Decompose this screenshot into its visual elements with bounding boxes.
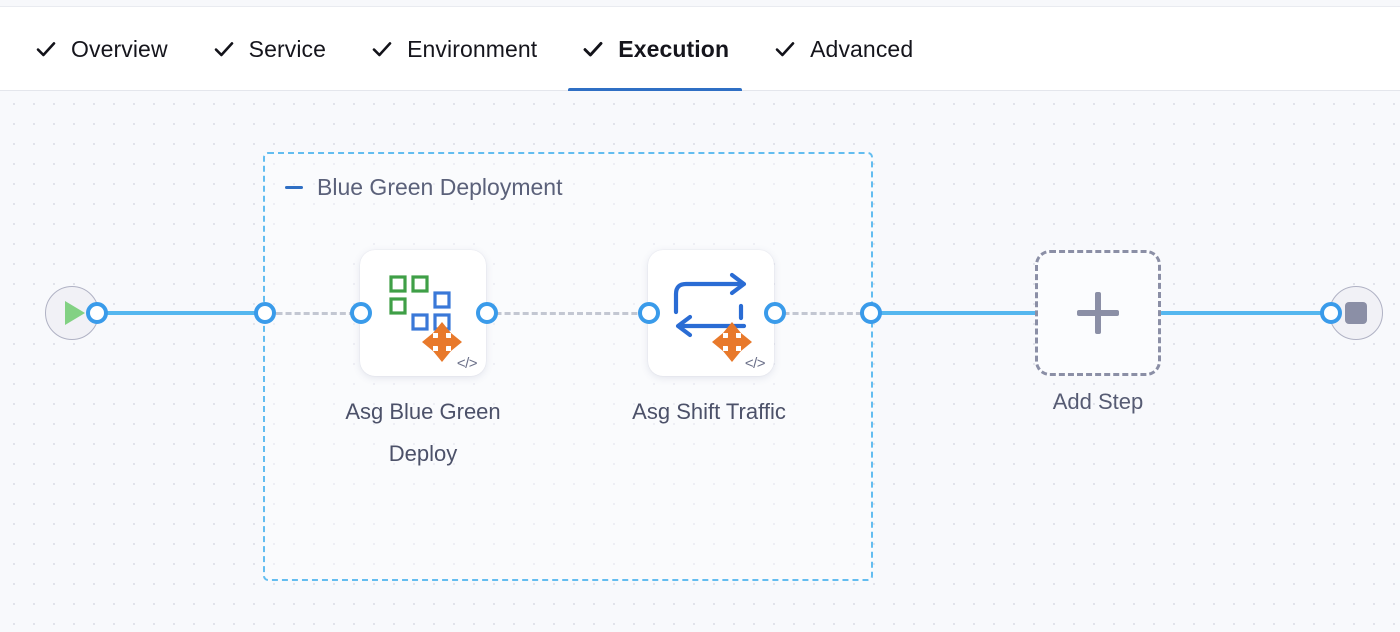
connector-dot-step1-left[interactable] [350, 302, 372, 324]
code-badge: </> [744, 355, 766, 372]
stage-tab-bar: Overview Service Environment [0, 6, 1400, 93]
tab-label: Environment [407, 35, 538, 62]
connector-dot-step2-right[interactable] [764, 302, 786, 324]
connector-start-to-group [104, 311, 272, 315]
tab-list: Overview Service Environment [0, 7, 935, 93]
asg-shift-traffic-icon [673, 272, 752, 362]
tab-label: Execution [618, 35, 730, 62]
check-icon [773, 37, 797, 61]
connector-dot-start[interactable] [86, 302, 108, 324]
step-node-asg-shift-traffic[interactable]: </> [648, 250, 774, 376]
tab-label: Overview [71, 35, 168, 62]
tab-label: Advanced [810, 35, 914, 62]
code-badge: </> [456, 355, 478, 372]
stage-group-blue-green-deployment[interactable] [263, 152, 873, 581]
step-node-asg-blue-green-deploy[interactable]: </> [360, 250, 486, 376]
add-step-label: Add Step [1052, 389, 1144, 414]
tab-advanced[interactable]: Advanced [751, 7, 935, 91]
add-step-button[interactable] [1035, 250, 1161, 376]
check-icon [370, 37, 394, 61]
plus-icon-vertical [1095, 292, 1101, 334]
tab-execution[interactable]: Execution [559, 7, 751, 93]
top-strip [0, 0, 1400, 6]
stage-group-header: Blue Green Deployment [283, 174, 562, 200]
check-icon [581, 37, 605, 61]
asg-blue-green-deploy-icon [389, 275, 462, 362]
tab-active-underline [568, 88, 743, 93]
tab-label: Service [248, 35, 327, 62]
tab-environment[interactable]: Environment [348, 7, 559, 91]
connector-dot-step1-right[interactable] [476, 302, 498, 324]
stage-group-title: Blue Green Deployment [317, 173, 563, 200]
connector-dot-group-exit[interactable] [860, 302, 882, 324]
connector-dot-end[interactable] [1320, 302, 1342, 324]
stop-icon [1345, 302, 1367, 324]
connector-group-to-addstep [876, 311, 1039, 315]
check-icon [34, 37, 58, 61]
connector-addstep-to-end [1160, 311, 1332, 315]
tab-overview[interactable]: Overview [0, 7, 190, 91]
play-icon [65, 301, 85, 325]
connector-dot-group-entry[interactable] [254, 302, 276, 324]
connector-step1-to-step2 [494, 312, 652, 315]
connector-group-to-step1 [275, 312, 365, 315]
minus-icon[interactable] [283, 176, 305, 198]
connector-dot-step2-left[interactable] [638, 302, 660, 324]
connector-step2-to-group-exit [782, 312, 872, 315]
check-icon [212, 37, 236, 61]
pipeline-canvas[interactable]: Blue Green Deployment [0, 91, 1400, 632]
tab-service[interactable]: Service [190, 7, 348, 91]
step-label-asg-shift-traffic: Asg Shift Traffic [632, 399, 786, 424]
step-label-asg-blue-green-deploy: Asg Blue Green Deploy [345, 399, 501, 466]
